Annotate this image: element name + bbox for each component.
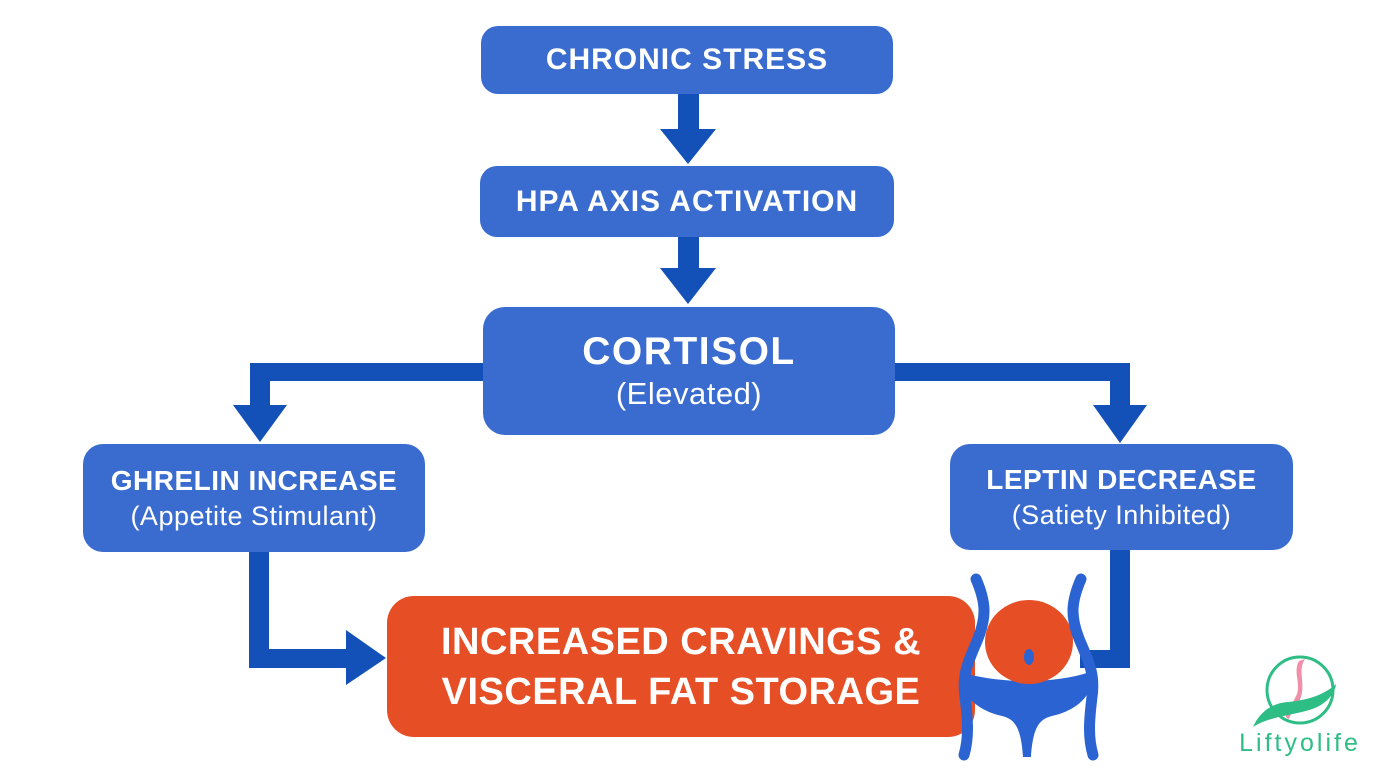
node-leptin-decrease: LEPTIN DECREASE (Satiety Inhibited) <box>950 444 1293 550</box>
liftyolife-logo: Liftyolife <box>1230 648 1370 758</box>
node-outcome-line1: INCREASED CRAVINGS & <box>440 620 922 663</box>
liftyolife-logo-text: Liftyolife <box>1239 729 1361 757</box>
arrow-ghrelin-to-outcome-icon <box>249 551 386 685</box>
node-cortisol-label: CORTISOL <box>582 330 796 373</box>
node-chronic-stress-label: CHRONIC STRESS <box>545 43 829 76</box>
figure-navel-shape <box>1024 649 1034 665</box>
figure-hips-shape <box>960 672 1092 757</box>
figure-right-waist-curve <box>1067 573 1099 761</box>
arrow-hpa-to-cortisol-icon <box>660 236 716 304</box>
node-cortisol: CORTISOL (Elevated) <box>483 307 895 435</box>
node-ghrelin-increase: GHRELIN INCREASE (Appetite Stimulant) <box>83 444 425 552</box>
arrow-chronic-to-hpa-icon <box>660 93 716 164</box>
figure-left-waist-curve <box>958 573 990 761</box>
arrow-cortisol-to-leptin-icon <box>893 363 1147 443</box>
arrow-cortisol-to-ghrelin-icon <box>233 363 483 442</box>
node-ghrelin-label: GHRELIN INCREASE <box>110 464 398 496</box>
node-chronic-stress: CHRONIC STRESS <box>481 26 893 94</box>
node-increased-cravings-outcome: INCREASED CRAVINGS & VISCERAL FAT STORAG… <box>387 596 975 737</box>
belly-fat-illustration-icon <box>958 573 1099 761</box>
liftyolife-logo-icon <box>1253 655 1336 727</box>
node-leptin-sublabel: (Satiety Inhibited) <box>1011 499 1232 530</box>
figure-belly-shape <box>985 600 1073 684</box>
node-cortisol-sublabel: (Elevated) <box>615 376 763 411</box>
node-outcome-line2: VISCERAL FAT STORAGE <box>441 670 921 713</box>
node-hpa-axis-label: HPA AXIS ACTIVATION <box>515 184 859 218</box>
node-leptin-label: LEPTIN DECREASE <box>986 463 1257 495</box>
node-ghrelin-sublabel: (Appetite Stimulant) <box>130 500 378 531</box>
node-hpa-axis-activation: HPA AXIS ACTIVATION <box>480 166 894 237</box>
